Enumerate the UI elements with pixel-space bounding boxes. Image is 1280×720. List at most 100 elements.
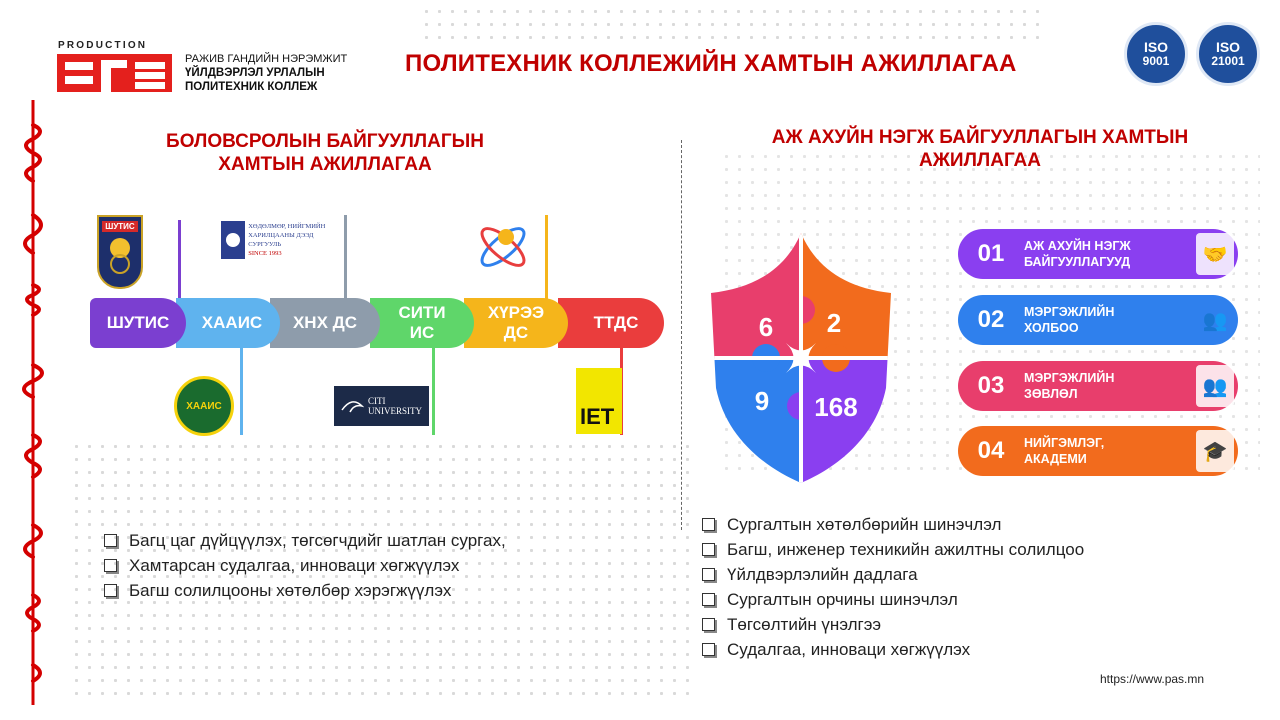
stem-khuree (545, 215, 548, 300)
item-label-line2: АКАДЕМИ (1024, 452, 1087, 466)
puzzle-number-2: 2 (827, 308, 841, 338)
shield-puzzle-graphic: 6 2 9 168 (711, 233, 891, 483)
citi-bird-icon (341, 401, 364, 413)
list-item: Сургалтын орчины шинэчлэл (702, 587, 1084, 612)
haais-logo: ХААИС (174, 376, 234, 436)
partner-khuree: ХҮРЭЭ ДС (464, 298, 568, 348)
business-heading: АЖ АХУЙН НЭГЖ БАЙГУУЛЛАГЫН ХАМТЫН АЖИЛЛА… (730, 126, 1230, 172)
website-link[interactable]: https://www.pas.mn (1100, 672, 1205, 686)
education-heading-line1: БОЛОВСРОЛЫН БАЙГУУЛЛАГЫН (166, 131, 484, 152)
iso-9001-badge: ISO 9001 (1124, 22, 1188, 86)
stem-haais (240, 345, 243, 435)
item-label-line1: МЭРГЭЖЛИЙН (1024, 305, 1115, 319)
college-name: РАЖИВ ГАНДИЙН НЭРЭМЖИТ ҮЙЛДВЭРЛЭЛ УРЛАЛЫ… (185, 52, 347, 94)
business-heading-line1: АЖ АХУЙН НЭГЖ БАЙГУУЛЛАГЫН ХАМТЫН (771, 127, 1189, 148)
iet-logo-text: IET (580, 404, 615, 429)
page-title: ПОЛИТЕХНИК КОЛЛЕЖИЙН ХАМТЫН АЖИЛЛАГАА (405, 50, 1017, 77)
checkbox-icon (104, 584, 117, 597)
partner-hnh-label: ХНХ ДС (292, 313, 358, 332)
education-heading: БОЛОВСРОЛЫН БАЙГУУЛЛАГЫН ХАМТЫН АЖИЛЛАГА… (100, 130, 550, 176)
list-item: Сургалтын хөтөлбөрийн шинэчлэл (702, 512, 1084, 537)
people-icon: 👥 (1202, 309, 1228, 332)
bullet-text: Төгсөлтийн үнэлгээ (727, 615, 882, 634)
bullet-text: Сургалтын хөтөлбөрийн шинэчлэл (727, 515, 1002, 534)
college-name-line3: ПОЛИТЕХНИК КОЛЛЕЖ (185, 81, 318, 93)
iso-9001-label: ISO (1143, 39, 1169, 55)
item-label: МЭРГЭЖЛИЙН ХОЛБОО (1024, 304, 1196, 336)
checkbox-icon (702, 543, 715, 556)
hnh-emblem-icon (221, 221, 245, 259)
hnh-logo: ХӨДӨЛМӨР, НИЙГМИЙН ХАРИЛЦААНЫ ДЭЭД СУРГУ… (220, 218, 345, 262)
item-number: 01 (977, 240, 1005, 267)
iso-9001-number: 9001 (1142, 54, 1170, 68)
partner-haais: ХААИС (176, 298, 280, 348)
puzzle-number-6: 6 (759, 312, 773, 342)
checkbox-icon (702, 568, 715, 581)
meeting-icon: 👥 (1196, 365, 1234, 407)
partner-hnh: ХНХ ДС (270, 298, 380, 348)
partner-shutis-label: ШУТИС (106, 313, 170, 332)
business-heading-line2: АЖИЛЛАГАА (919, 150, 1041, 171)
stem-shutis (178, 220, 181, 300)
iet-logo: IET (576, 368, 622, 434)
college-name-line1: РАЖИВ ГАНДИЙН НЭРЭМЖИТ (185, 53, 348, 65)
iso-21001-number: 21001 (1211, 54, 1245, 68)
shutis-logo: ШУТИС (97, 215, 143, 289)
iso-21001-label: ISO (1215, 39, 1241, 55)
college-name-line2: ҮЙЛДВЭРЛЭЛ УРЛАЛЫН (185, 67, 325, 79)
partner-khuree-label: ХҮРЭЭ ДС (487, 303, 545, 342)
haais-logo-text: ХААИС (186, 400, 222, 412)
hnh-logo-text: ХӨДӨЛМӨР, НИЙГМИЙН ХАРИЛЦААНЫ ДЭЭД СУРГУ… (248, 222, 345, 258)
checkbox-icon (104, 534, 117, 547)
section-divider (681, 140, 682, 530)
partner-citi-label: СИТИ ИС (398, 303, 446, 342)
partner-citi: СИТИ ИС (370, 298, 474, 348)
business-item-04: 04 НИЙГЭМЛЭГ,АКАДЕМИ 🎓 (958, 426, 1238, 476)
checkbox-icon (702, 593, 715, 606)
handshake-icon: 🤝 (1196, 233, 1234, 275)
bullet-text: Багш, инженер техникийн ажилтны солилцоо (727, 540, 1085, 559)
bullet-text: Сургалтын орчины шинэчлэл (727, 590, 958, 609)
academy-icon: 🎓 (1196, 430, 1234, 472)
item-label-line1: НИЙГЭМЛЭГ, (1024, 436, 1105, 450)
citi-logo: CITI UNIVERSITY (334, 386, 429, 426)
bullet-text: Багш солилцооны хөтөлбөр хэрэгжүүлэх (129, 581, 452, 600)
list-item: Хамтарсан судалгаа, инноваци хөгжүүлэх (104, 553, 506, 578)
business-item-02: 02 МЭРГЭЖЛИЙН ХОЛБОО 👥 (958, 295, 1238, 345)
college-logo (57, 54, 172, 92)
iso-21001-badge: ISO 21001 (1196, 22, 1260, 86)
hnh-logo-line2: ХАРИЛЦААНЫ ДЭЭД СУРГУУЛЬ (248, 232, 314, 248)
puzzle-number-9: 9 (755, 386, 769, 416)
puzzle-number-168: 168 (814, 392, 857, 422)
vertical-script-decoration (22, 100, 44, 705)
business-bullets: Сургалтын хөтөлбөрийн шинэчлэл Багш, инж… (702, 512, 1084, 662)
partner-haais-label: ХААИС (201, 313, 263, 332)
bullet-text: Хамтарсан судалгаа, инноваци хөгжүүлэх (129, 556, 460, 575)
item-number: 03 (977, 372, 1005, 399)
hnh-logo-line3: SINCE 1993 (248, 250, 282, 257)
partner-ttds-label: ТТДС (593, 313, 639, 332)
partner-ttds: ТТДС (558, 298, 664, 348)
checkbox-icon (702, 518, 715, 531)
bullet-text: Үйлдвэрлэлийн дадлага (727, 565, 918, 584)
item-number: 02 (977, 306, 1005, 333)
item-label-line1: АЖ АХУЙН НЭГЖ (1024, 239, 1131, 253)
citi-logo-line1: CITI (368, 396, 386, 406)
stem-hnh (344, 215, 347, 300)
logo-production-label: PRODUCTION (58, 40, 148, 51)
list-item: Үйлдвэрлэлийн дадлага (702, 562, 1084, 587)
education-bullets: Багц цаг дүйцүүлэх, төгсөгчдийг шатлан с… (104, 528, 506, 603)
shutis-logo-text: ШУТИС (102, 221, 138, 232)
citi-logo-line2: UNIVERSITY (368, 406, 422, 416)
list-item: Багц цаг дүйцүүлэх, төгсөгчдийг шатлан с… (104, 528, 506, 553)
bullet-text: Багц цаг дүйцүүлэх, төгсөгчдийг шатлан с… (129, 531, 506, 550)
list-item: Төгсөлтийн үнэлгээ (702, 612, 1084, 637)
bullet-text: Судалгаа, инноваци хөгжүүлэх (727, 640, 971, 659)
list-item: Судалгаа, инноваци хөгжүүлэх (702, 637, 1084, 662)
list-item: Багш, инженер техникийн ажилтны солилцоо (702, 537, 1084, 562)
item-label-line2: ХОЛБОО (1024, 321, 1079, 335)
hnh-logo-line1: ХӨДӨЛМӨР, НИЙГМИЙН (248, 223, 326, 230)
